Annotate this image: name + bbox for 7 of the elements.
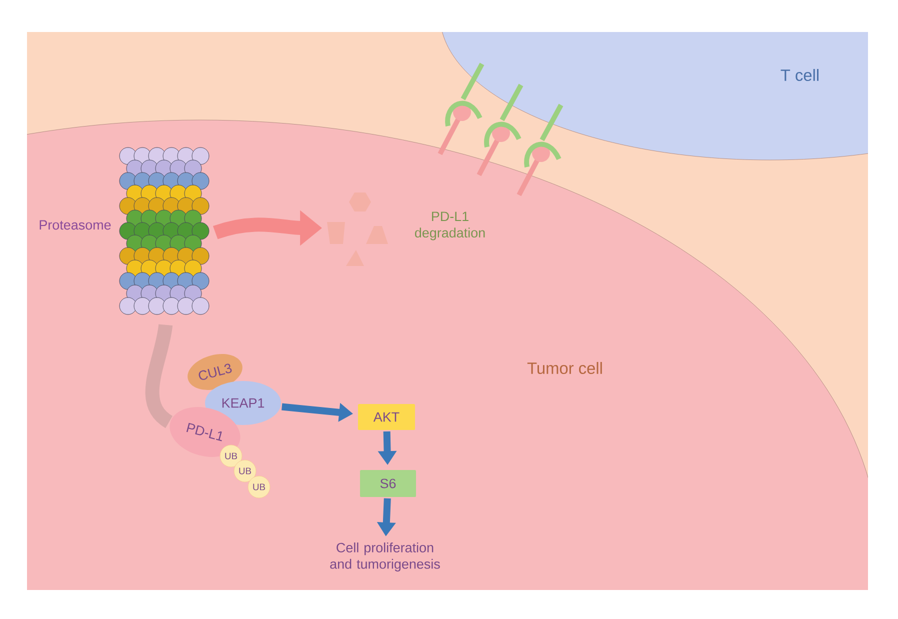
process-box: AKT (358, 404, 415, 430)
cell-label: T cell (780, 68, 818, 82)
process-box: S6 (360, 470, 416, 497)
degradation-label: PD-L1 degradation (415, 212, 485, 240)
outcome-text: Cell proliferation and tumorigenesis (330, 542, 440, 572)
cell-label: Tumor cell (527, 362, 602, 374)
proteasome-label: Proteasome (40, 220, 111, 230)
